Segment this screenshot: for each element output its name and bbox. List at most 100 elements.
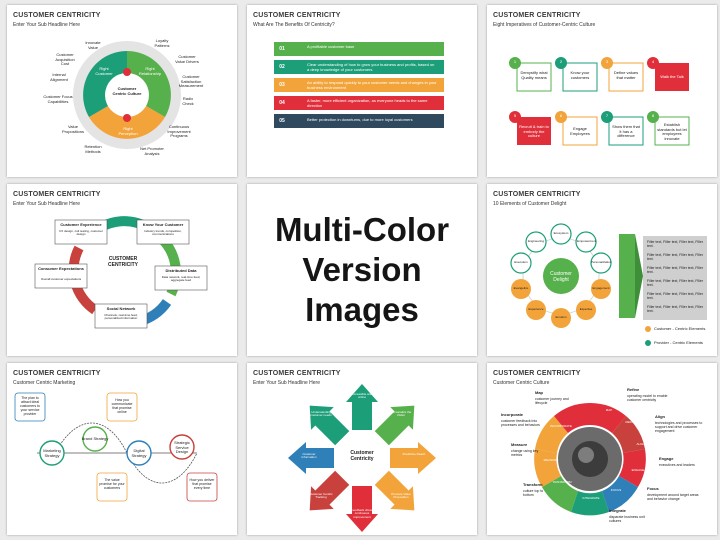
slide-thumbnail-2[interactable]: CUSTOMER CENTRICITY What Are The Benefit… bbox=[247, 5, 477, 177]
arrow-label: Feedback driven continuous improvement bbox=[350, 508, 374, 519]
petal-label: Engineering bbox=[527, 239, 544, 243]
cycle-box-text: Industry trends, competition, communicat… bbox=[144, 229, 182, 237]
imperative-number: 8 bbox=[651, 113, 655, 118]
arrow-label: Predictive Reach bbox=[402, 452, 426, 456]
multi-color-banner: Multi-Color Version Images bbox=[247, 184, 477, 356]
label: Radix Check bbox=[182, 96, 194, 106]
slide-title: CUSTOMER CENTRICITY bbox=[493, 370, 581, 377]
center-label: Customer Centric Culture bbox=[112, 86, 142, 96]
filler-text: Filler text, Filler text, Filler text, F… bbox=[647, 266, 704, 275]
petal-label: Experience bbox=[528, 307, 544, 311]
note-text: development around target areas and beha… bbox=[647, 493, 699, 502]
arrow-label: Accessible and online bbox=[351, 392, 373, 400]
imperative-number: 5 bbox=[513, 113, 517, 118]
strategy-node: Digital Strategy bbox=[131, 448, 147, 458]
slide-thumbnail-5[interactable]: CUSTOMER CENTRICITY 10 Elements of Custo… bbox=[487, 184, 717, 356]
benefit-row bbox=[274, 60, 444, 74]
legend-label: Provider - Centric Elements bbox=[654, 340, 703, 345]
benefit-text: Clear understanding of how to grow your … bbox=[307, 62, 435, 72]
note-text: customer journey and lifecycle bbox=[535, 397, 569, 406]
label: Customer Focus Capabilities bbox=[43, 94, 73, 104]
label: Continuous Improvement Programs bbox=[167, 124, 191, 139]
slide-title: CUSTOMER CENTRICITY bbox=[493, 191, 581, 198]
gear-segment-label: INTEGRATE bbox=[582, 496, 600, 500]
filler-text: Filler text, Filler text, Filler text, F… bbox=[647, 240, 704, 249]
cycle-box-title: Social Network bbox=[106, 306, 136, 311]
imperative-text: Walk the Talk bbox=[660, 74, 684, 79]
slide-thumbnail-8[interactable]: CUSTOMER CENTRICITY Customer Centric Cul… bbox=[487, 363, 717, 535]
cycle-box-text: Data network, real-time feed, aggregate … bbox=[161, 275, 201, 283]
note-text: change using key metrics bbox=[511, 449, 539, 458]
slide-thumbnail-3[interactable]: CUSTOMER CENTRICITY Eight Imperatives of… bbox=[487, 5, 717, 177]
slide-title: CUSTOMER CENTRICITY bbox=[13, 191, 101, 198]
imperative-number: 6 bbox=[559, 113, 563, 118]
gear-segment-label: ENGAGE bbox=[631, 468, 645, 472]
cycle-box-text: Overall customer expectations bbox=[40, 277, 82, 281]
cycle-box-title: Distributed Data bbox=[165, 268, 197, 273]
filler-text: Filler text, Filler text, Filler text, F… bbox=[647, 292, 704, 301]
segment-label: Right Perception bbox=[118, 126, 138, 136]
slide-subtitle: What Are The Benefits Of Centricity? bbox=[253, 22, 335, 28]
benefit-row bbox=[274, 96, 444, 110]
benefit-row bbox=[274, 42, 444, 56]
petal-label: Execution bbox=[514, 260, 528, 264]
cycle-box-title: Consumer Expectations bbox=[38, 266, 84, 271]
strategy-node: Brand Strategy bbox=[81, 436, 109, 441]
imperative-number: 1 bbox=[513, 59, 517, 64]
imperative-text: Establish standards but let employees in… bbox=[657, 122, 687, 141]
strategy-box-text: The value promise for your customers bbox=[99, 478, 125, 491]
gear-segment-label: FOCUS bbox=[610, 488, 622, 492]
filler-text: Filler text, Filler text, Filler text, F… bbox=[647, 305, 704, 314]
label: Internal Alignment bbox=[50, 72, 68, 82]
slide-title: CUSTOMER CENTRICITY bbox=[253, 12, 341, 19]
gear-segment-label: ALIGN bbox=[636, 442, 646, 446]
imperative-text: Know your customers bbox=[570, 70, 590, 80]
cycle-box-text: CX design, cult testing, customer design bbox=[59, 229, 103, 237]
gear-segment-label: REFINE bbox=[625, 420, 637, 424]
strategy-box-text: The plan to attract ideal customers to y… bbox=[19, 396, 41, 417]
marketing-chain bbox=[14, 392, 218, 502]
note-title: Engage bbox=[659, 456, 674, 461]
petal-label: Emotion bbox=[555, 315, 567, 319]
arrow-label: Customer Information bbox=[301, 452, 317, 460]
banner-line-1: Multi-Color bbox=[274, 210, 450, 248]
label: Customer Acquisition Cost bbox=[55, 52, 75, 67]
note-title: Integrate bbox=[609, 508, 626, 513]
strategy-box-text: How you communicate that promise online bbox=[111, 398, 133, 415]
benefit-number: 01 bbox=[279, 46, 285, 52]
gear-segment-label: INCORPORATE bbox=[550, 424, 572, 428]
imperative-number: 2 bbox=[559, 59, 563, 64]
slide-subtitle: Eight Imperatives of Customer-Centric Cu… bbox=[493, 22, 596, 28]
slide-title: CUSTOMER CENTRICITY bbox=[13, 12, 101, 19]
slide-thumbnail-1[interactable]: CUSTOMER CENTRICITY Enter Your Sub Headl… bbox=[7, 5, 237, 177]
cycle-center-label: CUSTOMER CENTRICITY bbox=[108, 256, 138, 268]
imperatives-grid bbox=[509, 57, 690, 146]
note-title: Transform bbox=[523, 482, 543, 487]
slide-subtitle: 10 Elements of Customer Delight bbox=[493, 201, 567, 207]
slide-thumbnail-6[interactable]: CUSTOMER CENTRICITY Customer Centric Mar… bbox=[7, 363, 237, 535]
petal-label: Ecosystem bbox=[553, 231, 569, 235]
cycle-box-text: Channels, real-time feed, personalized i… bbox=[104, 313, 138, 321]
label: Innovate Value bbox=[85, 40, 101, 50]
slide-thumbnail-7[interactable]: CUSTOMER CENTRICITY Enter Your Sub Headl… bbox=[247, 363, 477, 535]
imperative-number: 4 bbox=[651, 59, 655, 64]
petal-label: Engagement bbox=[592, 286, 610, 290]
arrow-label: Personalize the Visitor bbox=[390, 410, 412, 418]
note-title: Focus bbox=[647, 486, 659, 491]
benefit-row bbox=[274, 78, 444, 92]
slide-title: CUSTOMER CENTRICITY bbox=[253, 370, 341, 377]
note-title: Map bbox=[535, 390, 543, 395]
strategy-node: Strategic Service Design bbox=[174, 440, 190, 455]
strategy-box-text: How you deliver that promise every time bbox=[189, 478, 215, 491]
arrow-label: Understanding customer needs bbox=[310, 410, 332, 418]
slide-thumbnail-4[interactable]: CUSTOMER CENTRICITY Enter Your Sub Headl… bbox=[7, 184, 237, 356]
cycle-box-title: Customer Experience bbox=[60, 222, 102, 227]
cycle-box-title: Know Your Customer bbox=[142, 222, 184, 227]
gear-segment-label: TRANSFORM bbox=[552, 480, 572, 484]
note-text: technologies and processes to support an… bbox=[655, 421, 703, 434]
benefit-number: 05 bbox=[279, 118, 285, 124]
label: Customer Value Drivers bbox=[175, 54, 199, 64]
centricity-cycle bbox=[34, 216, 208, 329]
arrow-label: Customer Centric Tracking bbox=[309, 492, 333, 500]
note-title: Refine bbox=[627, 387, 640, 392]
